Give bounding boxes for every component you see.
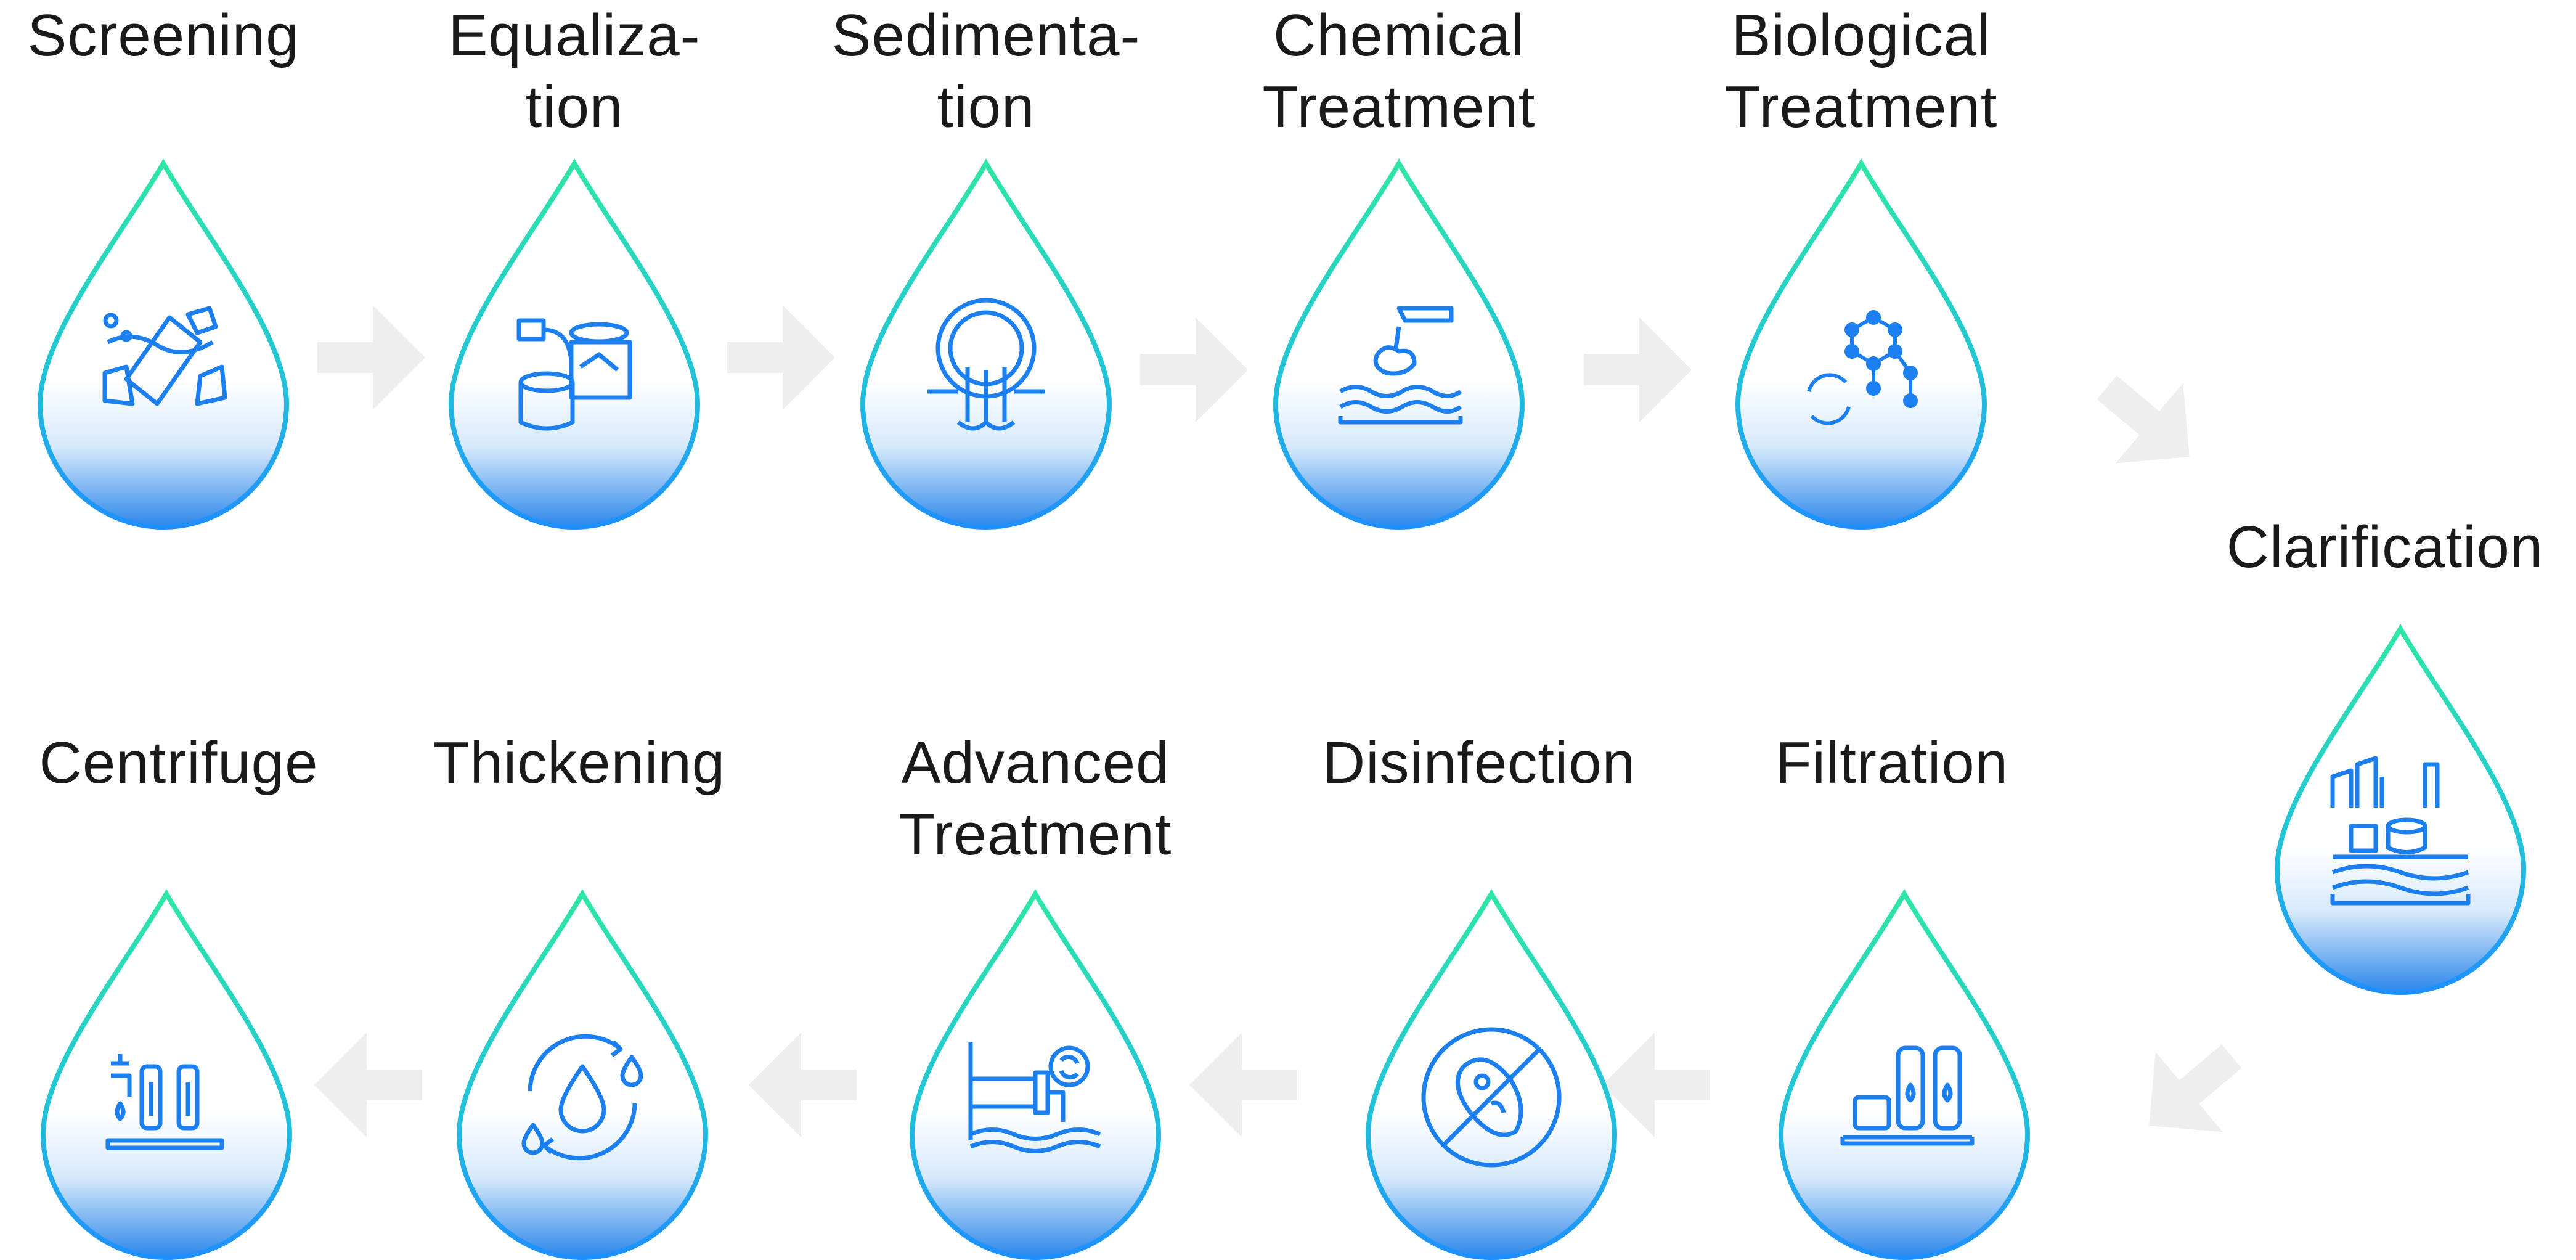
label-line: Treatment bbox=[1262, 74, 1536, 140]
label-line: Treatment bbox=[899, 801, 1172, 867]
drop-shape bbox=[448, 158, 701, 530]
arrow-equalization-sedimentation bbox=[727, 305, 835, 410]
drop-shape bbox=[1365, 889, 1618, 1260]
arrow-filtration-disinfection bbox=[1602, 1033, 1710, 1137]
filter-tanks-icon bbox=[1840, 1045, 1975, 1146]
label-line: Equaliza- bbox=[448, 2, 701, 68]
no-bacteria-icon bbox=[1421, 1027, 1562, 1168]
label-line: Thickening bbox=[433, 730, 726, 796]
arrow-clarification-filtration bbox=[2149, 1044, 2242, 1132]
label-advanced-treatment: Advanced Treatment bbox=[844, 727, 1226, 870]
label-thickening: Thickening bbox=[388, 727, 770, 799]
arrow-advanced-thickening bbox=[749, 1033, 857, 1137]
water-cycle-icon bbox=[521, 1034, 643, 1161]
label-line: Filtration bbox=[1775, 730, 2009, 796]
drop-filtration bbox=[1778, 889, 2031, 1260]
arrow-screening-equalization bbox=[317, 305, 425, 410]
label-clarification: Clarification bbox=[2194, 512, 2576, 583]
arrow-sedimentation-chemical bbox=[1140, 317, 1248, 422]
drop-centrifuge bbox=[40, 889, 293, 1260]
label-line: Centrifuge bbox=[39, 730, 319, 796]
chemical-pour-icon bbox=[1338, 306, 1463, 425]
label-line: Sedimenta- bbox=[831, 2, 1141, 68]
drop-biological-treatment bbox=[1735, 158, 1987, 530]
label-line: tion bbox=[937, 74, 1035, 140]
label-line: Disinfection bbox=[1322, 730, 1636, 796]
drops bbox=[37, 158, 2527, 1260]
label-sedimentation: Sedimenta- tion bbox=[795, 0, 1177, 143]
drop-shape bbox=[40, 889, 293, 1260]
drop-thickening bbox=[456, 889, 709, 1260]
trash-debris-icon bbox=[102, 306, 227, 406]
label-line: Biological bbox=[1731, 2, 1991, 68]
molecule-cycle-icon bbox=[1807, 310, 1918, 425]
drop-shape bbox=[1273, 158, 1525, 530]
drop-chemical-treatment bbox=[1273, 158, 1525, 530]
arrow-chemical-biological bbox=[1584, 317, 1692, 422]
label-biological-treatment: Biological Treatment bbox=[1670, 0, 2052, 143]
drop-screening bbox=[37, 158, 290, 530]
arrow-disinfection-advanced bbox=[1189, 1033, 1297, 1137]
pipe-valve-icon bbox=[968, 1042, 1101, 1153]
drop-advanced-treatment bbox=[909, 889, 1162, 1260]
label-line: Clarification bbox=[2226, 514, 2544, 580]
drop-shape bbox=[1735, 158, 1987, 530]
label-disinfection: Disinfection bbox=[1288, 727, 1670, 799]
drop-shape bbox=[860, 158, 1112, 530]
drop-shape bbox=[1778, 889, 2031, 1260]
pipe-tanks-icon bbox=[516, 318, 632, 431]
label-line: Treatment bbox=[1724, 74, 1998, 140]
flow-arrows bbox=[314, 305, 2242, 1137]
treatment-plant-icon bbox=[2330, 756, 2471, 906]
label-chemical-treatment: Chemical Treatment bbox=[1208, 0, 1590, 143]
outlet-pipe-icon bbox=[927, 298, 1045, 431]
drop-shape bbox=[2274, 624, 2527, 996]
arrow-thickening-centrifuge bbox=[314, 1033, 422, 1137]
label-line: Advanced bbox=[901, 730, 1170, 796]
arrow-biological-clarification bbox=[2097, 375, 2190, 464]
drop-clarification bbox=[2274, 624, 2527, 996]
label-screening: Screening bbox=[0, 0, 354, 72]
drop-sedimentation bbox=[860, 158, 1112, 530]
label-equalization: Equaliza- tion bbox=[383, 0, 765, 143]
drop-shape bbox=[37, 158, 290, 530]
label-line: Chemical bbox=[1273, 2, 1525, 68]
drop-disinfection bbox=[1365, 889, 1618, 1260]
drop-shape bbox=[456, 889, 709, 1260]
centrifuge-machine-icon bbox=[105, 1054, 224, 1150]
label-centrifuge: Centrifuge bbox=[0, 727, 370, 799]
label-line: Screening bbox=[27, 2, 300, 68]
drop-equalization bbox=[448, 158, 701, 530]
label-filtration: Filtration bbox=[1701, 727, 2083, 799]
label-line: tion bbox=[525, 74, 624, 140]
